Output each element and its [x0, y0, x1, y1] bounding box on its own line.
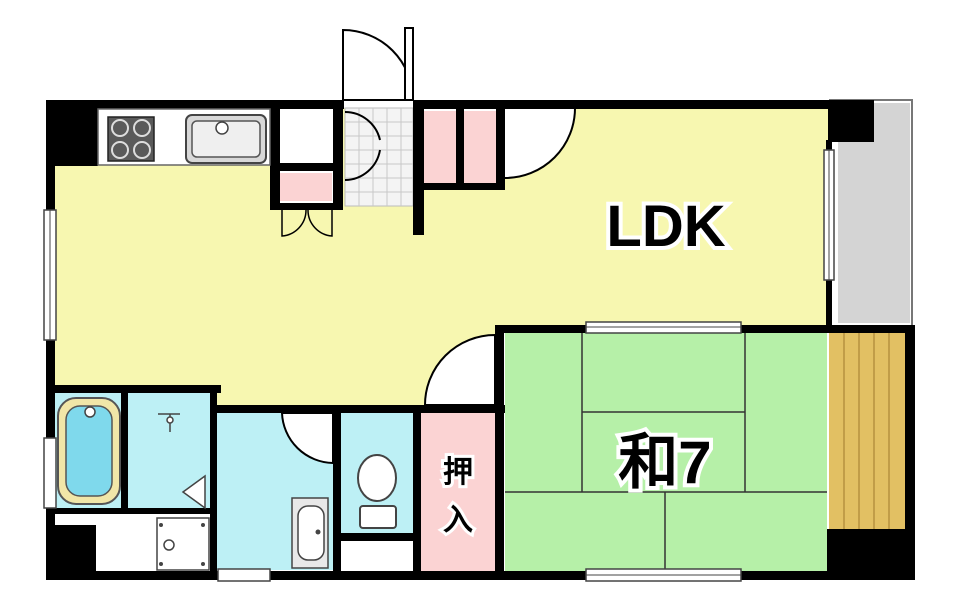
- door-swing-icon: [307, 209, 333, 237]
- door-swing-icon: [423, 333, 496, 406]
- washing-machine-icon: [156, 517, 210, 571]
- door-swing-icon: [344, 111, 381, 141]
- oshiire-floor: [420, 413, 496, 571]
- toilet-icon: [357, 454, 397, 529]
- storage-floor-2: [424, 111, 456, 183]
- tatami-lines: [505, 332, 827, 572]
- gas-stove-icon: [107, 116, 155, 162]
- door-swing-icon: [280, 412, 334, 465]
- window-icon: [217, 568, 271, 582]
- windows: [43, 149, 835, 582]
- door-swing-icon: [281, 209, 307, 237]
- wood-slats: [843, 333, 890, 529]
- oshiire-label-2: 入: [443, 504, 473, 537]
- wash-basin-icon: [291, 497, 329, 569]
- ldk-label: LDK: [606, 194, 725, 259]
- kitchen: [97, 108, 271, 166]
- doors: [280, 27, 577, 465]
- shower-icon: [158, 413, 180, 432]
- labels: LDK 和7 押 入: [440, 190, 730, 540]
- storage-floor-1: [280, 173, 332, 201]
- oshiire-label-1: 押: [443, 456, 473, 489]
- washitsu-floor: [505, 332, 827, 572]
- door-swing-icon: [342, 28, 415, 101]
- bathtub-icon: [57, 397, 121, 505]
- kitchen-sink-icon: [185, 114, 267, 164]
- washitsu-label: 和7: [618, 429, 711, 496]
- door-swing-icon: [344, 149, 381, 181]
- door-swing-icon: [504, 107, 577, 179]
- wood-veranda-floor: [829, 333, 905, 529]
- triangle-mark-icon: [181, 474, 206, 510]
- ldk-floor: [52, 108, 828, 405]
- window-icon: [43, 437, 57, 509]
- storage-floor-3: [464, 111, 496, 183]
